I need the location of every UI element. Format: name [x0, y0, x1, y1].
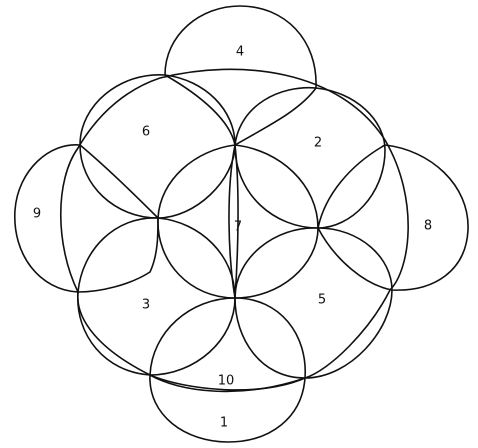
label-3: 3 — [142, 298, 150, 313]
circle-10-arc — [149, 374, 306, 391]
label-7: 7 — [234, 220, 242, 235]
label-2: 2 — [314, 136, 322, 151]
circle-6 — [79, 74, 236, 219]
circle-2 — [234, 86, 386, 229]
label-9: 9 — [33, 207, 41, 222]
label-4: 4 — [236, 45, 244, 60]
label-1: 1 — [220, 416, 228, 431]
circle-7-right — [228, 144, 319, 299]
label-10: 10 — [218, 374, 235, 389]
circle-3 — [77, 217, 236, 376]
label-6: 6 — [142, 125, 150, 140]
label-8: 8 — [424, 219, 432, 234]
circle-9 — [14, 144, 159, 293]
label-5: 5 — [318, 293, 326, 308]
circle-7-left — [157, 144, 239, 299]
circle-8 — [317, 144, 469, 291]
